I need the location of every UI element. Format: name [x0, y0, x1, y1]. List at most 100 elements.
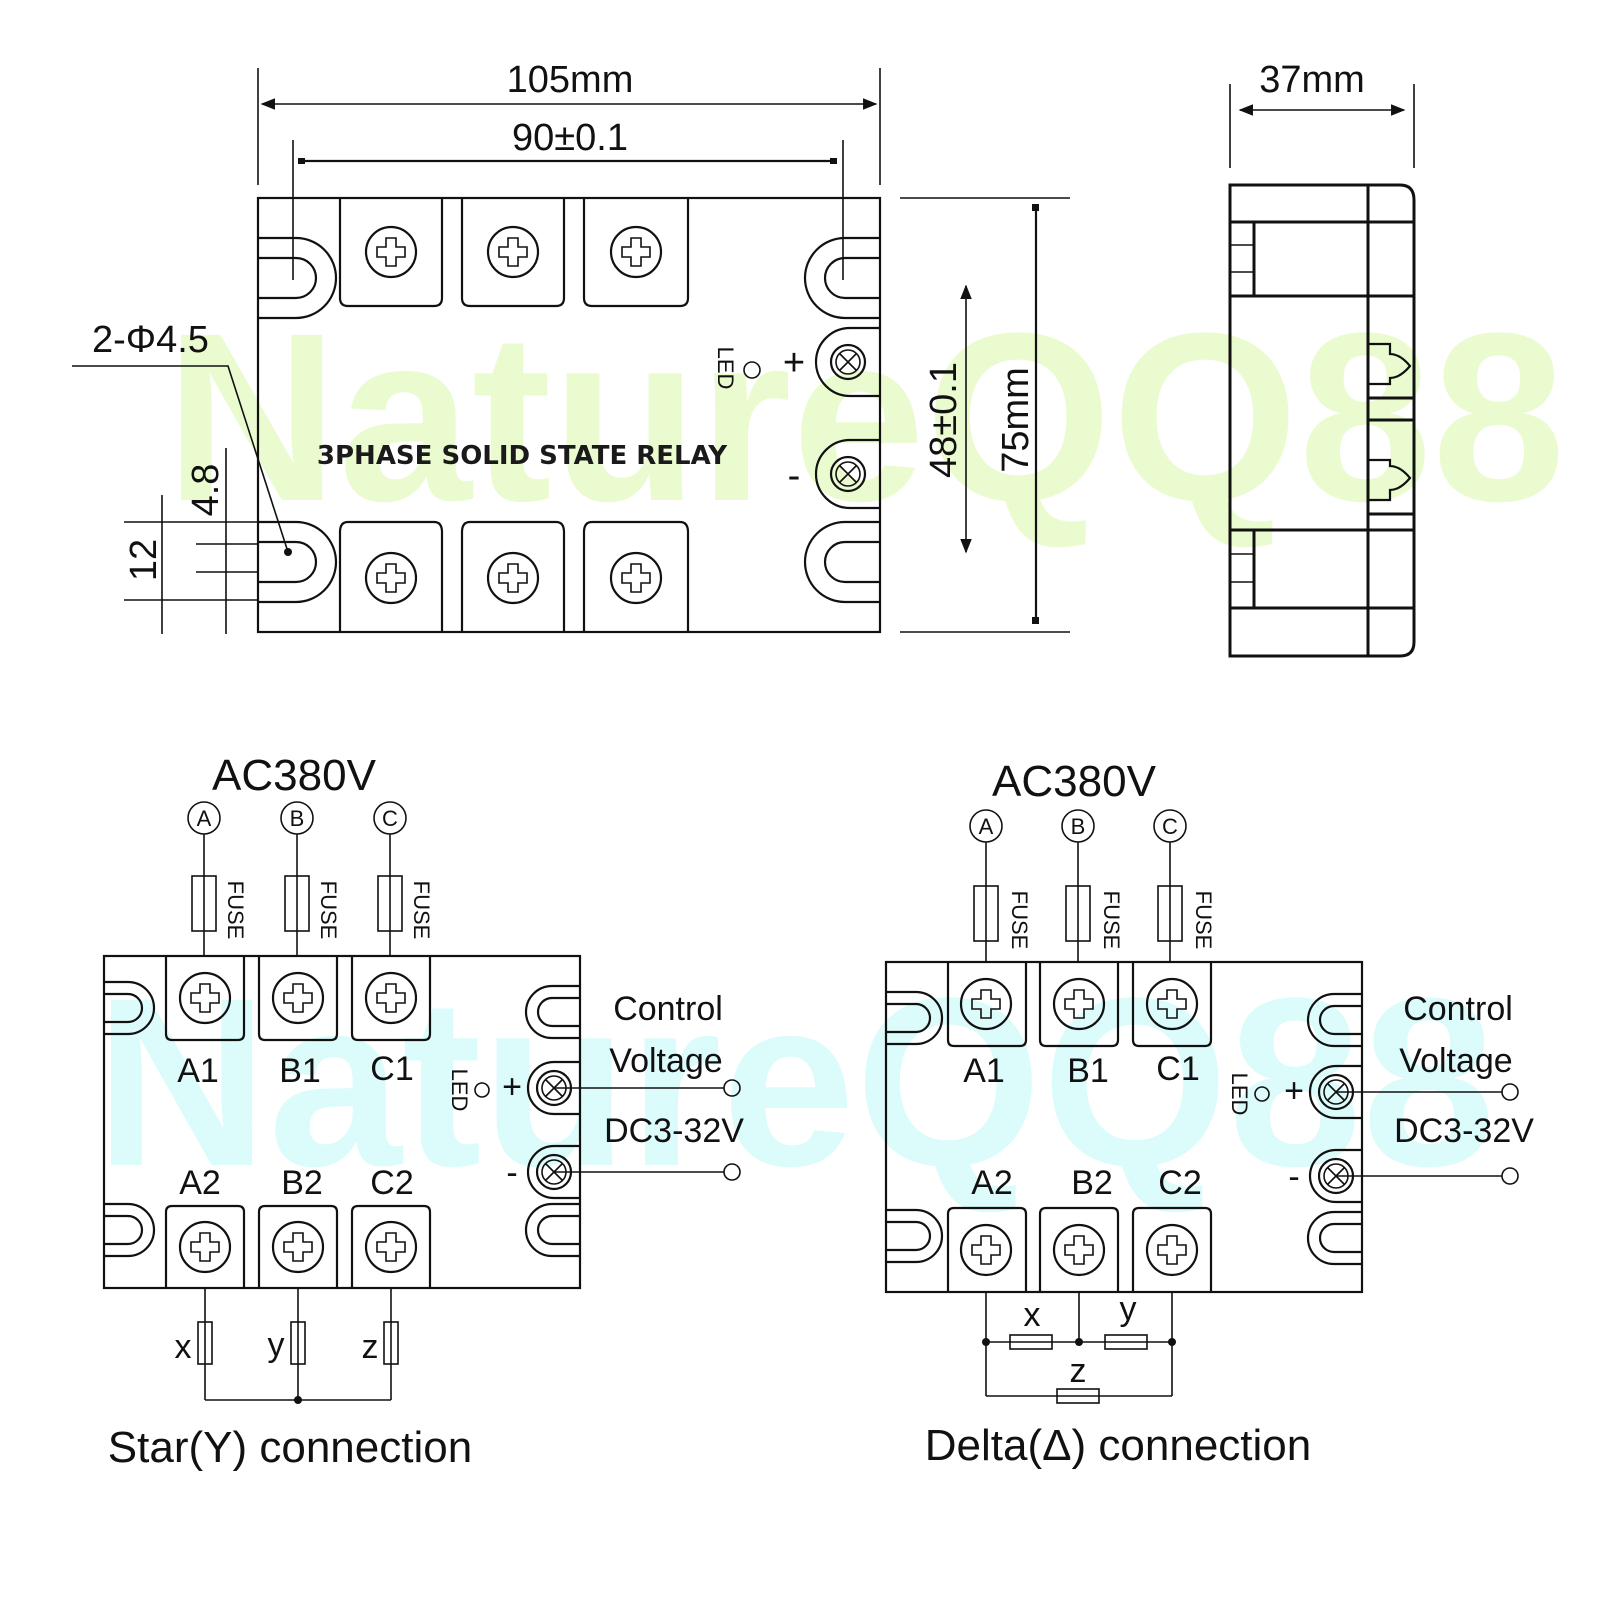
mounting-slot-outer [258, 236, 338, 320]
minus-sign: - [1288, 1158, 1299, 1196]
mounting-slot [1318, 1222, 1362, 1254]
phase-label: B [290, 806, 305, 831]
terminal-block [946, 962, 1028, 1048]
delta-phase-c: C FUSE [1153, 809, 1216, 962]
terminal-block [257, 956, 339, 1042]
terminal-label-b1: B1 [279, 1052, 321, 1090]
terminal-block [460, 520, 566, 632]
terminal-block [164, 1204, 246, 1288]
terminal-block [350, 956, 432, 1042]
delta-node [1075, 1338, 1083, 1346]
star-supply-label: AC380V [212, 751, 377, 800]
control-terminal-tab [526, 1060, 580, 1116]
delta-phase-b: B FUSE [1061, 809, 1124, 962]
leader-dot [284, 548, 292, 556]
terminal-screw-icon [1052, 1223, 1106, 1277]
fuse-icon [377, 875, 403, 932]
star-caption: Star(Y) connection [108, 1423, 472, 1472]
star-phase-b: B FUSE [280, 801, 341, 956]
overall-width-label: 105mm [507, 59, 634, 101]
terminal-block [350, 1204, 432, 1288]
terminal-block [338, 520, 444, 632]
led-indicator-icon [474, 1082, 490, 1098]
load-label-x: x [175, 1328, 192, 1366]
phase-label: C [382, 806, 398, 831]
control-label-line2: Voltage [1399, 1042, 1512, 1080]
control-spacing-label: 48±0.1 [923, 362, 965, 478]
control-terminal-tab [814, 438, 880, 510]
side-screw-icon [1368, 342, 1412, 386]
terminal-screw-icon [959, 1223, 1013, 1277]
control-screw-plus-icon [829, 343, 867, 381]
dimension-tick [1032, 204, 1039, 211]
terminal-label-a2: A2 [179, 1164, 221, 1202]
mounting-slot-inner [258, 256, 318, 300]
fuse-icon [1065, 885, 1091, 942]
fuse-label: FUSE [316, 881, 341, 940]
mounting-slot-outer [803, 520, 880, 604]
plus-terminal-sign: + [783, 342, 805, 384]
control-terminal-tab [814, 326, 880, 398]
fuse-label: FUSE [223, 881, 248, 940]
terminal-screw-icon [609, 225, 663, 279]
mounting-slot [536, 1214, 580, 1246]
terminal-screw-icon [609, 551, 663, 605]
mounting-slot [536, 996, 580, 1028]
side-body [1228, 183, 1416, 658]
terminal-block [338, 198, 444, 308]
fuse-label: FUSE [1099, 891, 1124, 950]
led-indicator-icon [1254, 1086, 1270, 1102]
terminal-label-b2: B2 [281, 1164, 323, 1202]
hole-spacing-label: 90±0.1 [512, 117, 628, 159]
terminal-screw-icon [1145, 1223, 1199, 1277]
overall-height-label: 75mm [995, 367, 1037, 473]
led-label: LED [1227, 1073, 1252, 1116]
terminal-label-a1: A1 [177, 1052, 219, 1090]
mount-hole-label: 2-Φ4.5 [92, 319, 209, 361]
terminal-screw-icon [486, 225, 540, 279]
load-resistor-icon [1056, 1388, 1100, 1404]
terminal-screw-icon [178, 1220, 232, 1274]
bottom-terminal-blocks [338, 520, 690, 632]
load-label-y: y [1120, 1290, 1137, 1328]
control-screw-minus-icon [829, 455, 867, 493]
star-relay-body [102, 954, 582, 1290]
delta-diagram: AC380V A FUSE B FUSE C FUSE [884, 757, 1534, 1470]
mounting-slot-inner [823, 540, 880, 584]
top-terminal-blocks [338, 198, 690, 308]
load-resistor-icon [290, 1321, 306, 1365]
minus-sign: - [506, 1154, 517, 1192]
terminal-label-b2: B2 [1071, 1164, 1113, 1202]
control-input-plus-terminal [723, 1079, 741, 1097]
terminal-block [257, 1204, 339, 1288]
load-label-z: z [1070, 1352, 1087, 1390]
mounting-slot [886, 1208, 944, 1264]
terminal-screw-icon [271, 1220, 325, 1274]
phase-label: A [197, 806, 212, 831]
led-label: LED [447, 1069, 472, 1112]
mount-hole-leader [72, 365, 289, 553]
control-label-line1: Control [1403, 990, 1513, 1028]
relay-body [256, 196, 882, 634]
delta-node [982, 1338, 990, 1346]
mounting-slot-outer [803, 236, 880, 320]
slot-width-label: 4.8 [185, 464, 227, 517]
mounting-slot [1318, 1004, 1362, 1036]
control-input-plus-terminal [1501, 1083, 1519, 1101]
fuse-label: FUSE [1007, 891, 1032, 950]
phase-label: A [979, 814, 994, 839]
phase-label: B [1071, 814, 1086, 839]
control-voltage-range: DC3-32V [1394, 1112, 1534, 1150]
relay-title: 3PHASE SOLID STATE RELAY [317, 441, 728, 471]
load-label-y: y [268, 1326, 285, 1364]
watermark-bottom: NatureQQ88 [95, 948, 1496, 1216]
fuse-icon [1157, 885, 1183, 942]
mounting-slot [1306, 1210, 1362, 1266]
minus-terminal-sign: - [788, 455, 801, 497]
load-resistor-icon [1009, 1334, 1053, 1350]
fuse-label: FUSE [409, 881, 434, 940]
terminal-label-a1: A1 [963, 1052, 1005, 1090]
delta-caption: Delta(Δ) connection [925, 1421, 1311, 1470]
control-input-minus-terminal [1501, 1167, 1519, 1185]
